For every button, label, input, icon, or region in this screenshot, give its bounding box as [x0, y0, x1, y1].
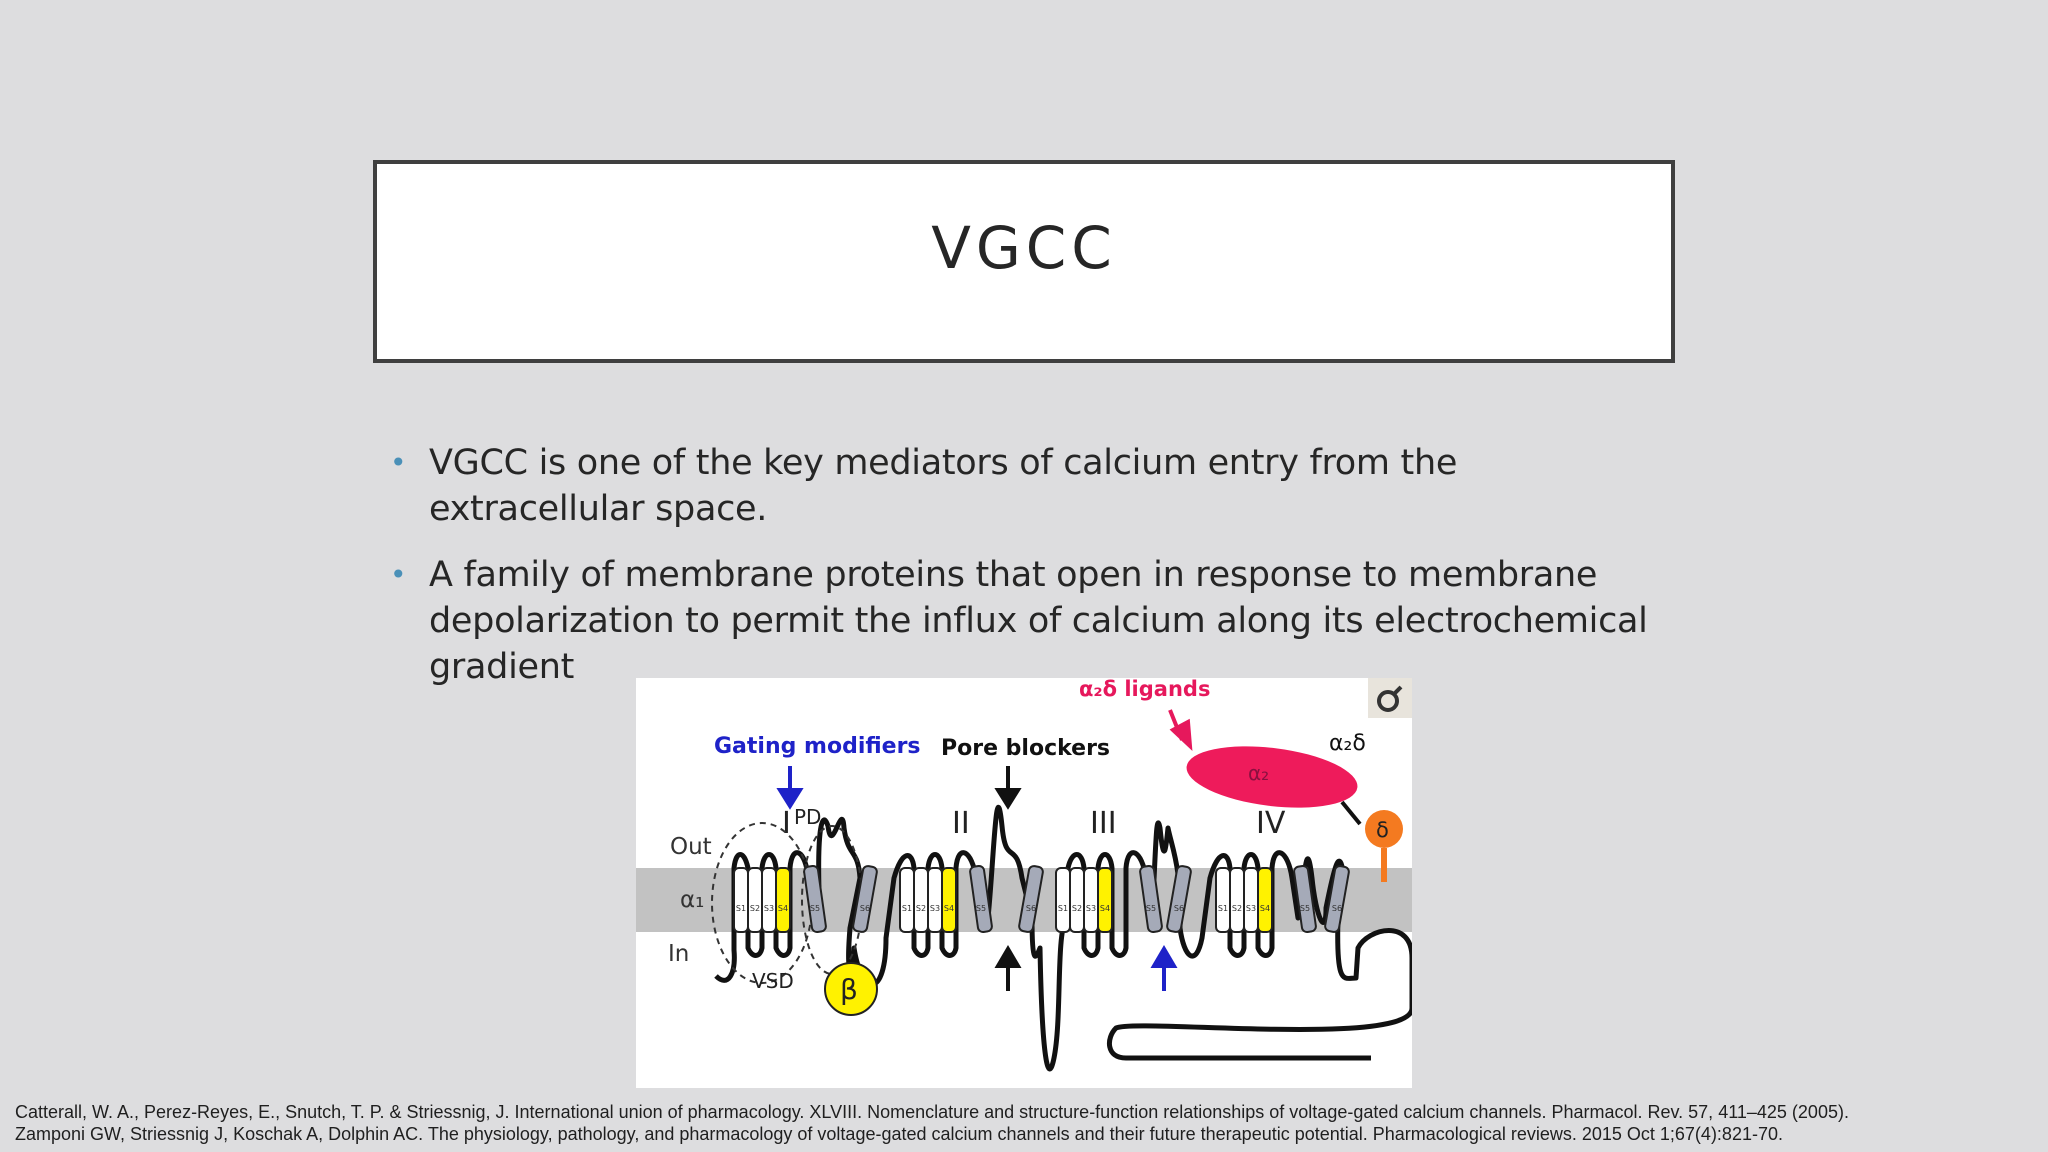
- s3-cylinder: [1083, 867, 1099, 933]
- domain-4-label: IV: [1256, 806, 1286, 841]
- segment-label: S1: [1218, 904, 1228, 913]
- pd-label: PD: [794, 805, 821, 829]
- bullet-dot-icon: •: [390, 558, 407, 591]
- domain-1-segments: [733, 864, 878, 934]
- pore-blockers-label: Pore blockers: [941, 736, 1110, 761]
- segment-label: S2: [1072, 904, 1082, 913]
- alpha1-label: α₁: [680, 887, 704, 913]
- segment-label: S4: [1260, 904, 1270, 913]
- segment-label: S6: [860, 904, 870, 913]
- segment-label: S2: [750, 904, 760, 913]
- bullet-item: • A family of membrane proteins that ope…: [390, 552, 1680, 690]
- s4-cylinder: [775, 867, 791, 933]
- segment-label: S1: [1058, 904, 1068, 913]
- s1-cylinder: [733, 867, 749, 933]
- segment-label: S3: [1246, 904, 1256, 913]
- vgcc-diagram: α₂δ ligands Gating modifiers Pore blocke…: [636, 678, 1412, 1088]
- s3-cylinder: [927, 867, 943, 933]
- s1-cylinder: [899, 867, 915, 933]
- domain-2-label: II: [952, 806, 970, 841]
- channel-backbone: [714, 805, 1412, 1072]
- s2-cylinder: [1229, 867, 1245, 933]
- in-label: In: [668, 941, 689, 967]
- s4-cylinder: [1257, 867, 1273, 933]
- domain-4-segments: [1215, 864, 1350, 934]
- domain-2-segments: [899, 864, 1044, 934]
- gating-arrow: [776, 766, 804, 810]
- s5-cylinder: [969, 864, 993, 934]
- s2-cylinder: [1069, 867, 1085, 933]
- segment-label: S6: [1174, 904, 1184, 913]
- segment-label: S3: [764, 904, 774, 913]
- delta-subunit: [1365, 810, 1403, 848]
- bullet-text: VGCC is one of the key mediators of calc…: [429, 443, 1458, 529]
- segment-label: S5: [1146, 904, 1156, 913]
- s4-cylinder: [1097, 867, 1113, 933]
- alpha2delta-label: α₂δ: [1329, 731, 1366, 756]
- bullet-list: • VGCC is one of the key mediators of ca…: [390, 440, 1680, 710]
- s5-cylinder: [1139, 864, 1163, 934]
- segment-label: S6: [1026, 904, 1036, 913]
- s5-cylinder: [803, 864, 827, 934]
- bullet-text: A family of membrane proteins that open …: [429, 555, 1648, 687]
- delta-label: δ: [1376, 818, 1389, 842]
- reference-2: Zamponi GW, Striessnig J, Koschak A, Dol…: [15, 1124, 1783, 1144]
- segment-label: S4: [944, 904, 954, 913]
- domain-3-segments: [1055, 864, 1192, 934]
- title-box: VGCC: [373, 160, 1675, 363]
- s6-cylinder: [852, 865, 878, 933]
- segment-label: S2: [916, 904, 926, 913]
- share-icon: [1368, 678, 1412, 718]
- gating-modifiers-label: Gating modifiers: [714, 734, 921, 759]
- alpha2-label: α₂: [1248, 761, 1269, 785]
- alpha2-subunit: [1186, 746, 1358, 808]
- segment-label: S2: [1232, 904, 1242, 913]
- segment-label: S3: [930, 904, 940, 913]
- domain-1-label: I: [782, 806, 791, 841]
- segment-label: S1: [736, 904, 746, 913]
- alpha2delta-ligands-label: α₂δ ligands: [1079, 678, 1210, 701]
- s6-cylinder: [1324, 865, 1350, 933]
- s4-cylinder: [941, 867, 957, 933]
- vsd-label: VSD: [752, 969, 794, 993]
- segment-label: S3: [1086, 904, 1096, 913]
- s2-cylinder: [747, 867, 763, 933]
- out-label: Out: [670, 834, 712, 860]
- bullet-item: • VGCC is one of the key mediators of ca…: [390, 440, 1680, 532]
- segment-label: S5: [1300, 904, 1310, 913]
- beta-label: β: [840, 973, 858, 1006]
- segment-label: S1: [902, 904, 912, 913]
- bullet-dot-icon: •: [390, 446, 407, 479]
- segment-labels: S1 S2 S3 S4 S5 S6 S1 S2 S3 S4 S5 S6 S1 S…: [736, 904, 1342, 913]
- s5-cylinder: [1293, 864, 1317, 934]
- segment-label: S5: [976, 904, 986, 913]
- slide-title: VGCC: [931, 214, 1117, 282]
- s2-cylinder: [913, 867, 929, 933]
- inward-arrow-black: [994, 945, 1022, 991]
- domain-3-label: III: [1090, 806, 1117, 841]
- s6-cylinder: [1166, 865, 1192, 933]
- ligand-arrow: [1168, 709, 1193, 752]
- s3-cylinder: [1243, 867, 1259, 933]
- inward-arrow-blue: [1150, 945, 1178, 991]
- segment-label: S4: [778, 904, 788, 913]
- s6-cylinder: [1018, 865, 1044, 933]
- segment-label: S4: [1100, 904, 1110, 913]
- s3-cylinder: [761, 867, 777, 933]
- s1-cylinder: [1215, 867, 1231, 933]
- segment-label: S6: [1332, 904, 1342, 913]
- s1-cylinder: [1055, 867, 1071, 933]
- reference-1: Catterall, W. A., Perez-Reyes, E., Snutc…: [15, 1102, 1849, 1122]
- pore-blocker-arrow: [994, 766, 1022, 810]
- segment-label: S5: [810, 904, 820, 913]
- beta-subunit: [824, 962, 878, 1016]
